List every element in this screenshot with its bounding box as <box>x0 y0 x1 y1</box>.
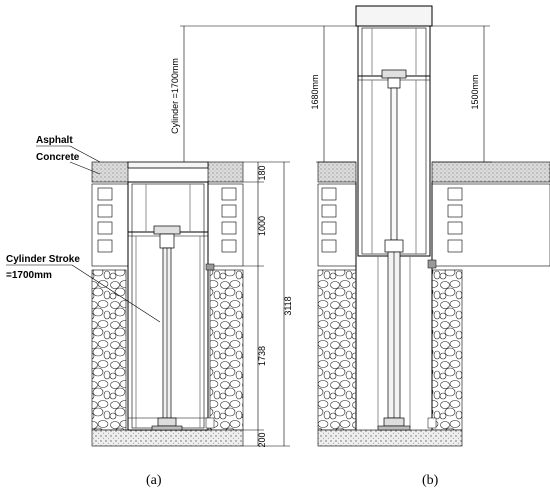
dim-1000: 1000 <box>257 216 267 236</box>
cylinder-stroke-leader <box>71 264 161 323</box>
ground-surface-right-b <box>431 161 550 183</box>
concrete-blocks-left <box>91 183 129 267</box>
ground-surface-left <box>91 161 129 183</box>
dimension-lines-b <box>180 25 492 163</box>
dim-1680: 1680mm <box>310 74 320 109</box>
cylinder-stroke-value: =1700mm <box>6 270 52 281</box>
concrete-blocks-left-b <box>317 183 357 267</box>
concrete-label: Concrete <box>36 152 80 163</box>
top-cover <box>127 161 209 169</box>
hydraulic-cylinder-a <box>151 225 183 431</box>
concrete-leader <box>69 161 101 175</box>
gravel-left <box>91 269 127 431</box>
gravel-right-b <box>431 269 463 431</box>
asphalt-leader <box>69 145 101 163</box>
dim-1738: 1738 <box>257 346 267 366</box>
base-slab-b <box>317 429 463 447</box>
asphalt-label: Asphalt <box>36 135 73 146</box>
dim-200: 200 <box>257 432 267 447</box>
gravel-left-b <box>317 269 357 431</box>
panel-b: Cylinder =1700mm 1680mm 1500mm (b) <box>170 5 550 488</box>
pit-frame-b <box>355 182 437 430</box>
panel-a: Asphalt Concrete Cylinder Stroke =1700mm… <box>6 135 293 488</box>
dim-1500: 1500mm <box>470 74 480 109</box>
cylinder-stroke-label: Cylinder Stroke <box>6 254 80 265</box>
caption-b: (b) <box>422 473 439 488</box>
dim-3118: 3118 <box>283 296 293 315</box>
ground-surface-right <box>207 161 244 183</box>
dim-180: 180 <box>257 165 267 180</box>
concrete-blocks-right-b <box>431 183 550 267</box>
caption-a: (a) <box>146 473 162 488</box>
ground-surface-left-b <box>317 161 357 183</box>
concrete-blocks-right <box>207 183 244 267</box>
hydraulic-cylinder-b <box>377 69 411 431</box>
dimension-lines-a <box>243 161 290 447</box>
cylinder-label-b: Cylinder =1700mm <box>170 58 180 134</box>
gravel-right <box>209 269 244 431</box>
raised-housing <box>355 5 433 257</box>
base-slab <box>91 429 244 447</box>
